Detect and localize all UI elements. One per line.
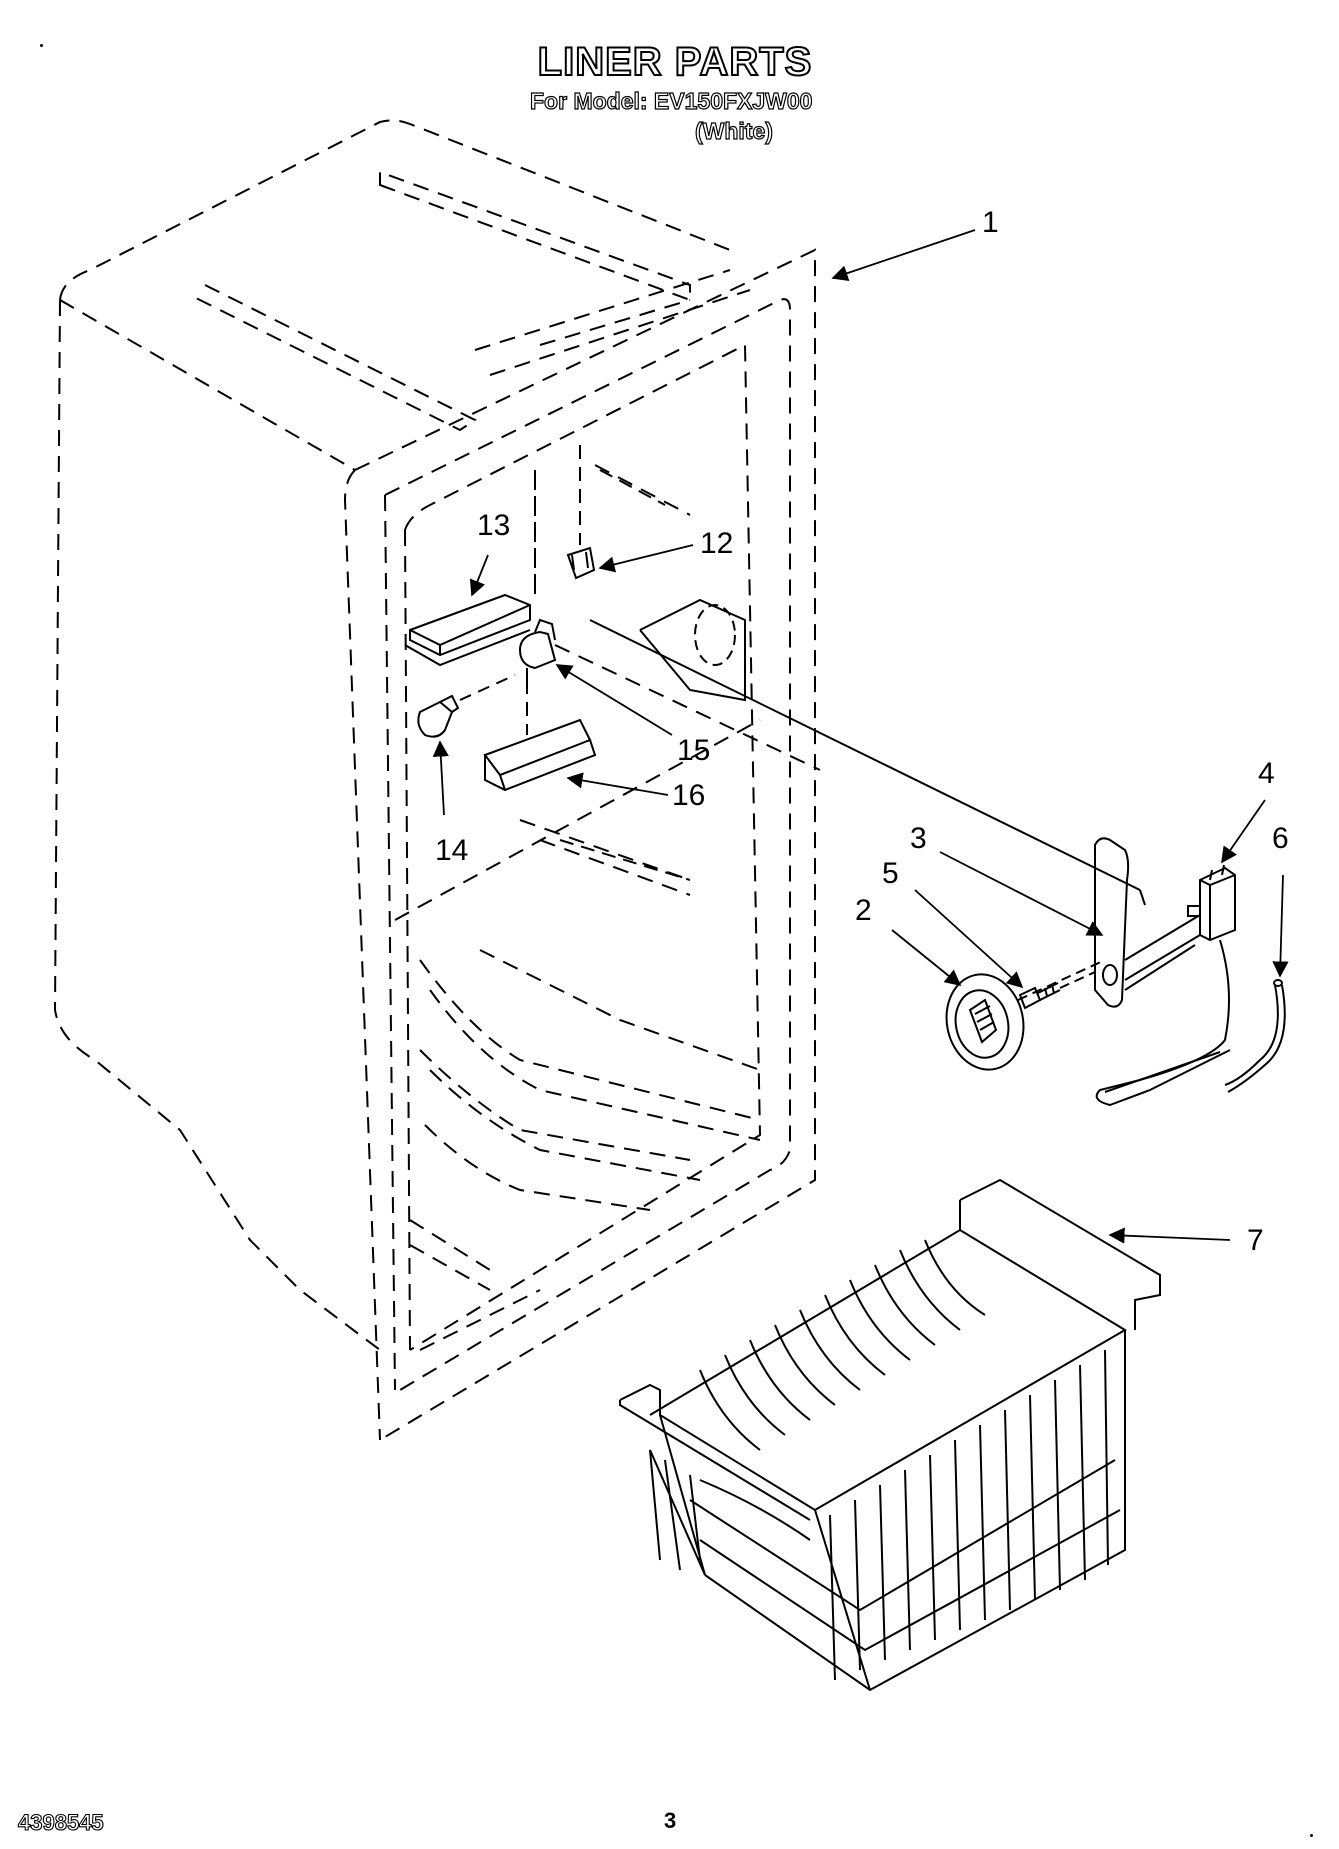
part-15-socket: [518, 618, 821, 771]
liner-cabinet: [53, 119, 816, 1441]
model-line: For Model: EV150FXJW00: [529, 87, 813, 114]
corner-mark-bottom-right: [1310, 1834, 1313, 1837]
leader-6: [1272, 874, 1289, 978]
callout-14: 14: [435, 834, 468, 867]
callout-13: 13: [477, 509, 510, 542]
part-7-wire-basket: [619, 1178, 1161, 1692]
page-number: 3: [664, 1808, 677, 1833]
callout-16: 16: [672, 779, 705, 812]
page-title: LINER PARTS: [537, 39, 813, 85]
callout-1: 1: [982, 206, 999, 239]
callout-labels: 1 2 3 4 5 6 7 12 13 14 15 16: [435, 206, 1289, 1257]
part-14-bulb: [417, 674, 516, 738]
leader-7: [1108, 1227, 1231, 1244]
leader-13: [469, 554, 489, 597]
callout-4: 4: [1258, 757, 1275, 790]
leader-3: [939, 851, 1104, 936]
part-16-light-shield: [483, 718, 691, 881]
callout-15: 15: [677, 734, 710, 767]
part-2-knob: [945, 959, 1106, 1071]
callout-leaders: [432, 229, 1289, 1244]
corner-mark-top-left: [40, 44, 43, 47]
fan-shroud-outline: [639, 598, 746, 702]
part-5-screw: [1018, 971, 1096, 1010]
part-4-thermostat: [1095, 864, 1236, 1107]
leader-1: [831, 229, 976, 282]
leader-16: [566, 772, 669, 796]
callout-5: 5: [882, 857, 899, 890]
leader-5: [914, 889, 1024, 989]
part-13-light-housing: [404, 470, 536, 667]
leader-4: [1221, 799, 1266, 864]
document-number: 4398545: [17, 1809, 104, 1835]
callout-2: 2: [855, 894, 872, 927]
callout-3: 3: [910, 822, 927, 855]
model-variant: (White): [694, 117, 773, 144]
callout-7: 7: [1247, 1224, 1264, 1257]
callout-12: 12: [700, 527, 733, 560]
leader-14: [432, 740, 449, 816]
part-3-mounting-plate: [589, 619, 1146, 1008]
leader-15: [555, 664, 673, 736]
part-12-clip: [566, 445, 666, 580]
leader-12: [598, 544, 694, 573]
leader-2: [891, 929, 962, 987]
part-6-tube: [1224, 979, 1286, 1093]
callout-6: 6: [1272, 822, 1289, 855]
